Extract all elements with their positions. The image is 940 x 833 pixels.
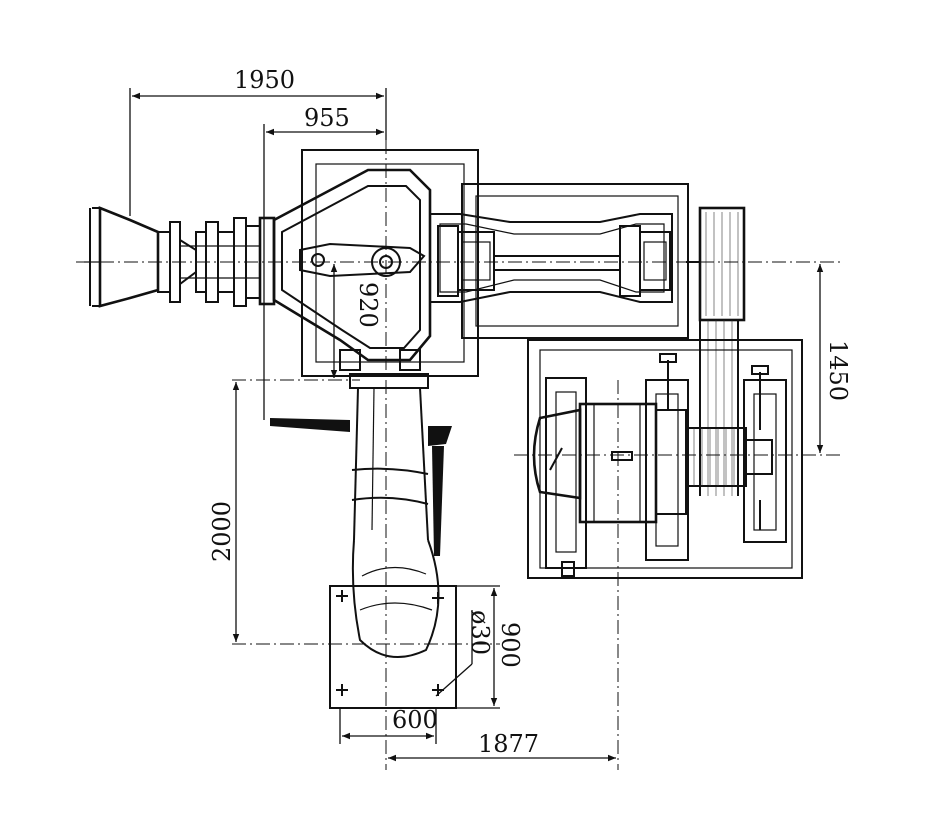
drive-belt (699, 320, 739, 496)
foundation-block (329, 585, 457, 709)
dimension-600: 600 (392, 706, 438, 734)
dimension-955: 955 (304, 104, 350, 132)
dimension-1877: 1877 (478, 730, 539, 758)
centerlines (76, 140, 840, 770)
dimension-900: 900 (496, 622, 524, 668)
motor-body (532, 402, 773, 524)
tension-screws (561, 353, 769, 577)
pump-housing (272, 149, 479, 377)
dimension-2000: 2000 (208, 501, 236, 562)
dimension-lines (129, 88, 824, 762)
drive-pulley (686, 206, 746, 322)
dimension-1950: 1950 (234, 66, 295, 94)
inlet-funnel (84, 206, 160, 308)
dimension-920: 920 (354, 282, 382, 328)
dimension-1450: 1450 (824, 340, 852, 401)
dimension-diameter-30: ø30 (466, 610, 494, 655)
bearing-frame (429, 183, 689, 339)
discharge-pipe (270, 373, 452, 658)
